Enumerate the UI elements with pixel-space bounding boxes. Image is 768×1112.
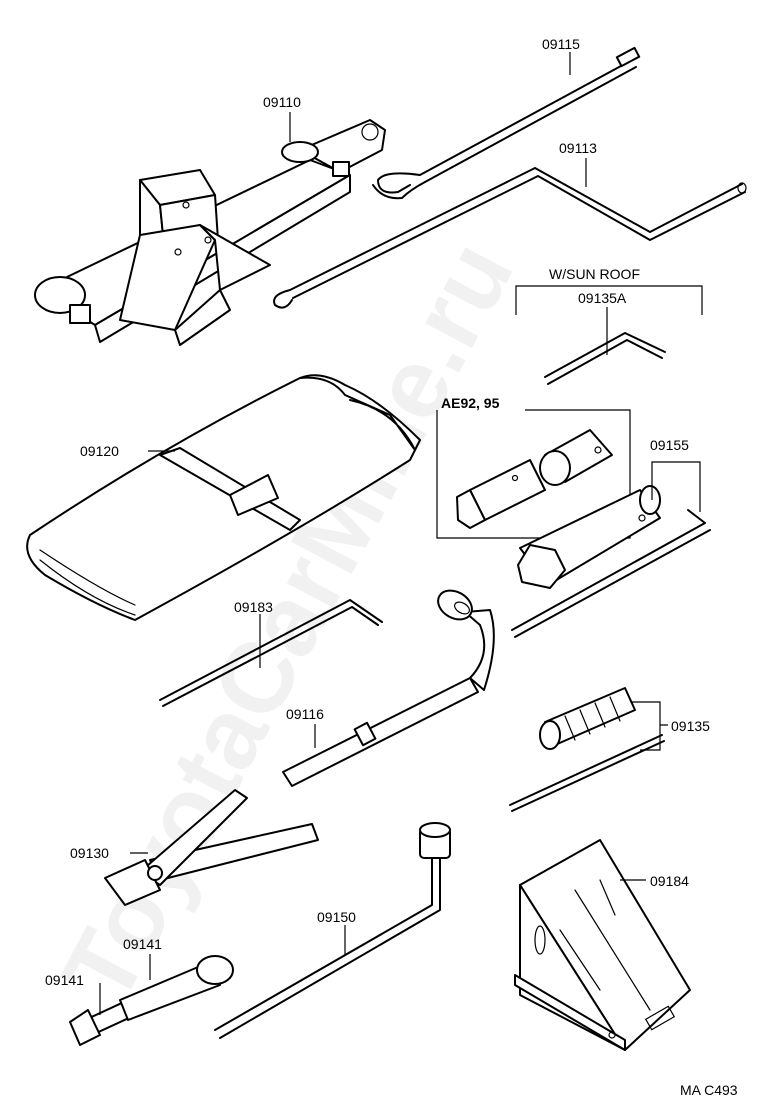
part-09184-chock [514,839,691,1051]
watermark-text: ToyotaCarMine.ru [41,224,536,1021]
label-09130: 09130 [70,845,109,861]
part-09135A-wrench [544,332,666,385]
part-09115-rod [372,46,641,200]
label-09113: 09113 [559,140,597,156]
part-09135-screwdriver [509,687,665,812]
leader-lines [99,52,646,1015]
label-09135: 09135 [671,718,710,734]
part-09113-crank [273,167,747,309]
label-09155: 09155 [650,437,689,453]
label-09110: 09110 [263,94,301,110]
ae92-socket-group [436,409,631,539]
label-09120: 09120 [80,443,119,459]
leader-09135 [631,701,668,751]
part-09130-pliers [104,789,319,906]
label-wsun-roof: W/SUN ROOF [549,266,640,282]
label-09115: 09115 [542,36,580,52]
diagram-code: MA C493 [680,1082,738,1098]
label-09141-lower: 09141 [45,972,84,988]
part-09183-bar [159,599,383,707]
label-09150: 09150 [317,909,356,925]
sunroof-bracket [515,285,703,315]
part-09120-bag [26,374,421,621]
part-09150-lbar [214,822,451,1039]
label-09183: 09183 [234,599,273,615]
label-ae92-95: AE92, 95 [441,395,500,411]
label-09184: 09184 [650,873,689,889]
part-09141-spanners [69,955,234,1046]
label-09135A: 09135A [578,290,627,306]
part-09155-socket [511,485,711,638]
part-09110-jack [34,119,386,346]
part-09116-wrench [282,589,495,787]
label-09141-upper: 09141 [123,936,162,952]
label-09116: 09116 [286,706,324,722]
leader-09155 [651,461,701,512]
